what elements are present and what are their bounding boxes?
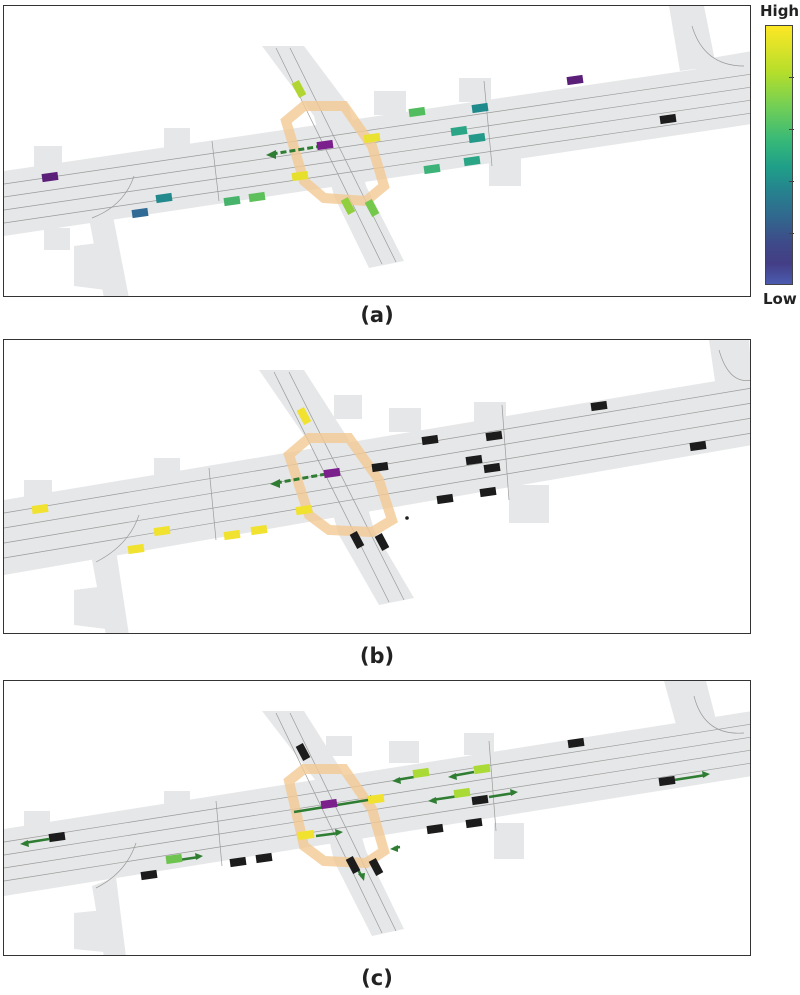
marker-dot [405,516,409,520]
vehicle [463,155,481,167]
vehicle [131,207,149,219]
road-network [4,681,750,955]
vehicle [590,400,608,412]
ego-trajectory-arrow [270,472,327,488]
vehicle [658,775,676,787]
vehicle [436,493,454,505]
intersection-zone [283,764,390,869]
vehicle [423,163,441,175]
intersection-zone [283,433,398,538]
vehicle [412,767,430,779]
vehicle [465,454,483,466]
vehicle [250,524,268,536]
vehicle [453,787,471,799]
scene-c [4,681,750,955]
colorbar-tick [789,129,794,130]
vehicle [48,831,66,843]
vehicle [473,763,491,775]
caption-a: (a) [360,303,394,327]
vehicle [374,533,390,551]
scene-b [4,340,750,633]
colorbar-low-label: Low [763,290,797,308]
vehicle [363,132,381,144]
vehicle [567,737,585,749]
caption-c: (c) [361,966,393,990]
vehicle [296,407,312,425]
vehicles-b [31,400,707,555]
vehicle [465,817,483,829]
vehicle [345,856,361,874]
vehicle [248,191,266,203]
scene-a [4,6,750,296]
vehicle [41,171,59,183]
vehicle [223,195,241,207]
vehicle [485,430,503,442]
vehicle [426,823,444,835]
vehicle [471,102,489,114]
panel-c [3,680,751,956]
vehicle [566,74,584,86]
vehicle [295,743,311,761]
colorbar-high-label: High [760,2,800,20]
vehicle [127,543,145,555]
vehicle [31,503,49,515]
panel-b [3,339,751,634]
vehicle [340,197,356,215]
vehicle [364,199,380,217]
vehicle [295,504,313,516]
vehicle [223,529,241,541]
vehicle [349,531,365,549]
vehicle [291,80,307,98]
ego-vehicle [323,467,341,479]
vehicle [371,461,389,473]
vehicle [291,170,309,182]
colorbar-tick [789,181,794,182]
ego-vehicle [316,139,334,151]
vehicle [368,858,384,876]
vehicles-a [41,74,677,219]
colorbar-tick [789,77,794,78]
vehicle [297,829,315,841]
colorbar-tick [789,233,794,234]
vehicle [155,192,173,204]
caption-b: (b) [359,644,395,668]
vehicles-c [48,737,676,881]
vehicle [421,434,439,446]
vehicle [367,793,385,805]
vehicle [153,525,171,537]
intersection-zone [280,101,390,207]
vehicle [471,794,489,806]
vehicle [689,440,707,452]
colorbar [765,25,793,285]
vehicle [165,853,183,865]
vehicle [659,113,677,125]
vehicle [450,125,468,137]
vehicle [229,856,247,868]
vehicle [479,486,497,498]
vehicle [468,132,486,144]
vehicle [140,869,158,881]
vehicle [255,852,273,864]
ego-vehicle [320,798,338,810]
ego-trajectory-arrow [266,144,323,159]
vehicle [408,106,426,118]
panel-a [3,5,751,297]
vehicle [483,462,501,474]
